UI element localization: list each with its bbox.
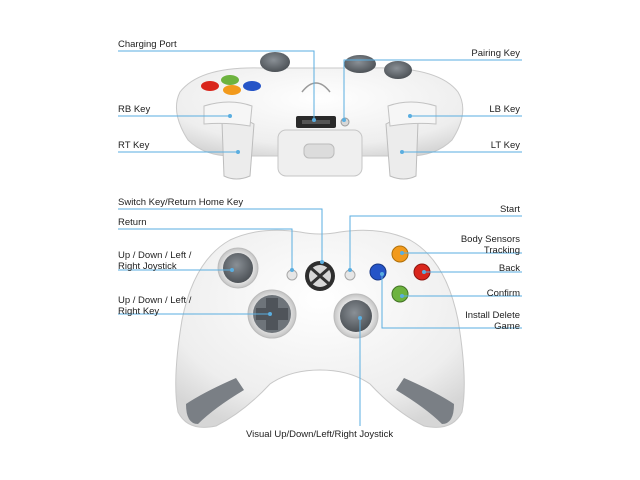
x-button — [369, 263, 387, 281]
rt-trigger — [221, 118, 255, 180]
label-left-joystick-line1: Up / Down / Left / — [118, 250, 192, 261]
label-back: Back — [498, 263, 520, 274]
a-button — [391, 285, 409, 303]
controller-top-view — [175, 52, 464, 180]
label-lt-key: LT Key — [490, 140, 520, 151]
label-lb-key: LB Key — [489, 104, 520, 115]
left-grip-band — [186, 378, 244, 424]
label-install-delete-line2: Game — [494, 321, 520, 332]
leader-lines — [118, 50, 522, 426]
label-right-joystick: Visual Up/Down/Left/Right Joystick — [246, 429, 394, 440]
label-left-joystick: Up / Down / Left / Right Joystick — [118, 250, 191, 272]
label-install-delete-line1: Install Delete — [465, 310, 520, 321]
label-body-sensors-line2: Tracking — [483, 245, 520, 256]
label-dpad-line1: Up / Down / Left / — [118, 295, 192, 306]
lb-bumper — [387, 101, 437, 127]
top-right-stick — [344, 55, 376, 73]
rb-bumper — [203, 101, 253, 127]
left-joystick — [223, 253, 253, 283]
lt-trigger — [385, 118, 419, 180]
label-rb-key: RB Key — [118, 104, 151, 115]
label-dpad: Up / Down / Left / Right Key — [118, 295, 191, 317]
label-dpad-line2: Right Key — [118, 306, 160, 317]
label-confirm: Confirm — [486, 288, 520, 299]
label-return: Return — [118, 217, 147, 228]
label-pairing-key: Pairing Key — [471, 48, 520, 59]
top-left-stick — [260, 52, 290, 72]
controller-front-view — [175, 229, 465, 428]
label-body-sensors: Body Sensors Tracking — [461, 234, 520, 256]
label-charging-port: Charging Port — [118, 39, 177, 50]
right-joystick — [340, 300, 372, 332]
label-install-delete: Install Delete Game — [465, 310, 520, 332]
label-switch-home-key: Switch Key/Return Home Key — [118, 197, 244, 208]
label-left-joystick-line2: Right Joystick — [118, 261, 177, 272]
label-body-sensors-line1: Body Sensors — [460, 234, 520, 245]
right-grip-band — [396, 378, 454, 424]
label-rt-key: RT Key — [118, 140, 150, 151]
label-start: Start — [499, 204, 520, 215]
y-button — [391, 245, 409, 263]
